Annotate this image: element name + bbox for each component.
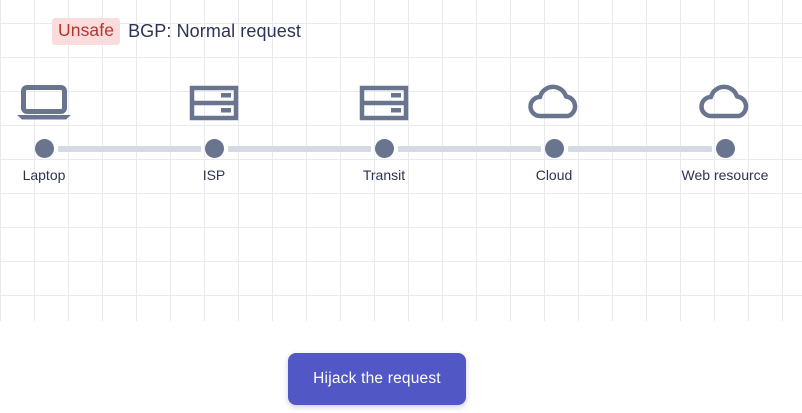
node-dot-web-resource xyxy=(715,139,735,158)
cloud-icon xyxy=(525,80,583,122)
network-path-diagram: Laptop ISP xyxy=(0,0,802,200)
node-label-laptop: Laptop xyxy=(22,167,66,183)
node-label-cloud: Cloud xyxy=(535,167,573,183)
link-transit-cloud xyxy=(398,146,541,152)
node-dot-isp xyxy=(204,139,224,158)
link-cloud-webresource xyxy=(568,146,712,152)
link-isp-transit xyxy=(228,146,371,152)
server-icon xyxy=(358,80,410,122)
scenario-header: Unsafe BGP: Normal request xyxy=(52,18,301,45)
node-cloud[interactable]: Cloud xyxy=(494,80,614,182)
node-transit[interactable]: Transit xyxy=(324,80,444,182)
node-dot-laptop xyxy=(34,139,54,158)
laptop-icon xyxy=(14,80,74,122)
node-label-isp: ISP xyxy=(202,167,226,183)
node-label-transit: Transit xyxy=(362,167,406,183)
node-dot-cloud xyxy=(544,139,564,158)
server-icon xyxy=(188,80,240,122)
node-label-web-resource: Web resource xyxy=(681,167,769,183)
cloud-icon xyxy=(696,80,754,122)
page-title: BGP: Normal request xyxy=(128,21,302,42)
hijack-request-button[interactable]: Hijack the request xyxy=(288,353,466,405)
link-laptop-isp xyxy=(58,146,201,152)
node-dot-transit xyxy=(374,139,394,158)
node-web-resource[interactable]: Web resource xyxy=(665,80,785,182)
node-isp[interactable]: ISP xyxy=(154,80,274,182)
status-badge: Unsafe xyxy=(52,18,121,45)
node-laptop[interactable]: Laptop xyxy=(0,80,104,182)
